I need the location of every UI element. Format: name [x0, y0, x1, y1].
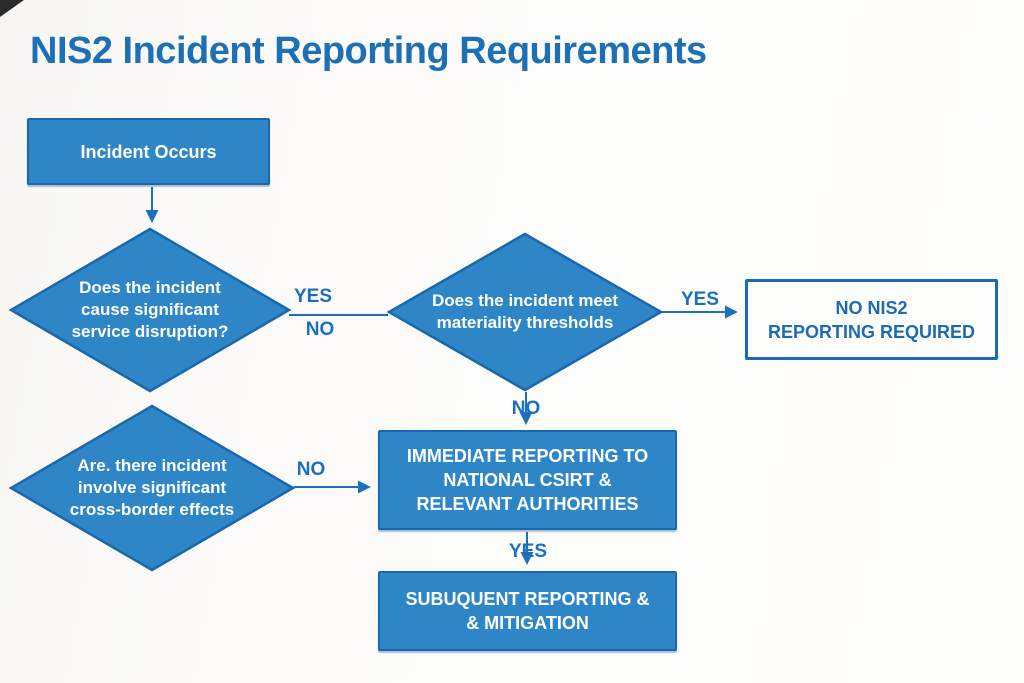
diamond-text-line: cause significant [81, 300, 219, 319]
node-label-line: & MITIGATION [466, 613, 589, 633]
page-corner-mark [0, 0, 24, 17]
node-subsequent-reporting: SUBUQUENT REPORTING & & MITIGATION [378, 571, 677, 651]
diamond-text-line: involve significant [77, 478, 227, 497]
node-incident-occurs: Incident Occurs [27, 118, 270, 185]
node-label-line: NO NIS2 [835, 297, 908, 318]
node-label-line: RELEVANT AUTHORITIES [416, 494, 639, 514]
node-disruption-diamond: Does the incident cause significant serv… [8, 226, 292, 394]
node-label-line: IMMEDIATE REPORTING TO [406, 446, 649, 466]
diamond-text: Does the incident cause significant serv… [8, 226, 292, 394]
node-label: Incident Occurs [80, 141, 217, 162]
edge-label-crossborder-no: NO [296, 459, 326, 480]
diamond-text-line: Does the incident meet [431, 291, 619, 310]
diamond-text-line: service disruption? [71, 322, 229, 341]
diamond-text-line: materiality thresholds [436, 313, 614, 332]
edge-label-materiality-yes: YES [680, 289, 720, 310]
edge-label-disruption-no: NO [305, 319, 335, 340]
node-no-reporting-required: NO NIS2 REPORTING REQUIRED [745, 279, 998, 360]
node-immediate-reporting: IMMEDIATE REPORTING TO NATIONAL CSIRT & … [378, 430, 677, 530]
diamond-text-line: cross-border effects [69, 500, 235, 519]
node-label-line: SUBUQUENT REPORTING & [405, 589, 650, 609]
node-materiality-diamond: Does the incident meet materiality thres… [386, 231, 664, 393]
diamond-shape [8, 227, 292, 393]
node-label-line: REPORTING REQUIRED [767, 321, 976, 342]
node-label-line: NATIONAL CSIRT & [443, 470, 612, 490]
edge-label-disruption-yes: YES [293, 286, 333, 307]
edge-label-immediate-yes: YES [508, 541, 548, 562]
diamond-text: Does the incident meet materiality thres… [386, 231, 664, 393]
diamond-text-line: Does the incident [79, 278, 221, 297]
diamond-text: Are. there incident involve significant … [8, 403, 296, 573]
diamond-shape [8, 404, 296, 572]
diamond-text-line: Are. there incident [77, 456, 227, 475]
node-crossborder-diamond: Are. there incident involve significant … [8, 403, 296, 573]
page-title: NIS2 Incident Reporting Requirements [30, 30, 707, 72]
edge-label-materiality-no: NO [511, 398, 541, 419]
diamond-shape [386, 232, 664, 392]
